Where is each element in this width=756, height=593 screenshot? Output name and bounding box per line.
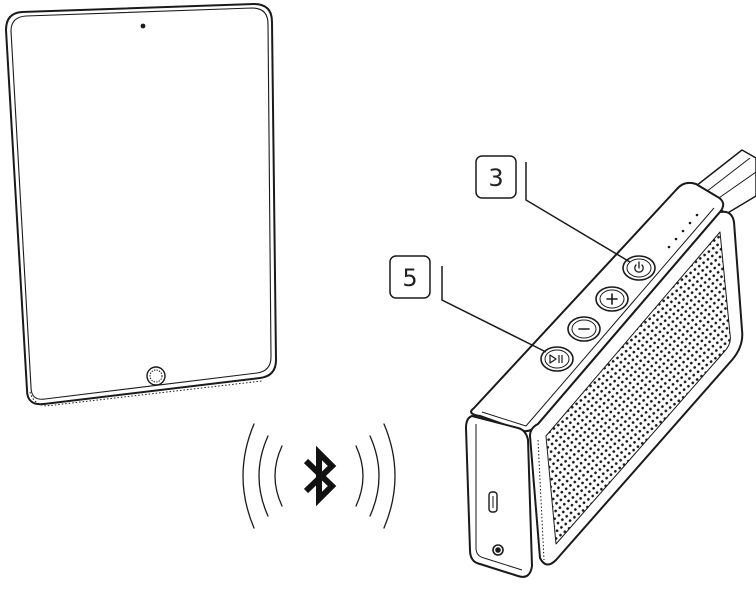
signal-wave-left-mid xyxy=(258,435,269,517)
callout-3-box xyxy=(475,155,517,199)
power-button[interactable] xyxy=(622,255,656,281)
signal-wave-left-inner xyxy=(274,445,283,507)
signal-wave-right-outer xyxy=(383,423,396,529)
volume-down-button[interactable] xyxy=(567,316,601,342)
tablet-corner-shade xyxy=(255,3,273,17)
play-pause-icon xyxy=(549,354,563,364)
callout-3-number: 3 xyxy=(488,164,503,192)
bluetooth-signal xyxy=(242,423,396,529)
callout-5-leader xyxy=(441,266,547,353)
signal-wave-left-outer xyxy=(242,423,255,529)
tablet-inner-edge xyxy=(10,7,272,400)
aux-jack xyxy=(492,544,504,556)
plus-icon xyxy=(606,293,618,305)
speaker-end-bevel xyxy=(475,424,523,571)
usb-port xyxy=(488,491,498,513)
home-button xyxy=(146,366,166,386)
callout-5: 5 xyxy=(389,255,547,353)
speaker-grill xyxy=(545,231,731,545)
speaker-end-shade xyxy=(537,439,545,561)
power-icon xyxy=(634,261,644,273)
tablet-outer-frame xyxy=(5,3,277,406)
signal-wave-right-mid xyxy=(369,435,380,517)
speaker-end-face xyxy=(465,415,533,578)
callout-5-box xyxy=(389,255,431,299)
volume-up-button[interactable] xyxy=(595,286,629,312)
callout-5-number: 5 xyxy=(402,264,417,292)
led-indicators xyxy=(667,213,699,249)
play-pause-button[interactable] xyxy=(540,346,574,372)
speaker xyxy=(465,149,756,578)
callout-3: 3 xyxy=(475,155,631,263)
speaker-top-bevel xyxy=(481,207,715,427)
signal-wave-right-inner xyxy=(355,445,364,507)
callout-3-leader xyxy=(525,162,631,263)
camera-icon xyxy=(140,23,146,29)
tablet xyxy=(5,3,277,407)
bluetooth-icon xyxy=(303,445,337,507)
